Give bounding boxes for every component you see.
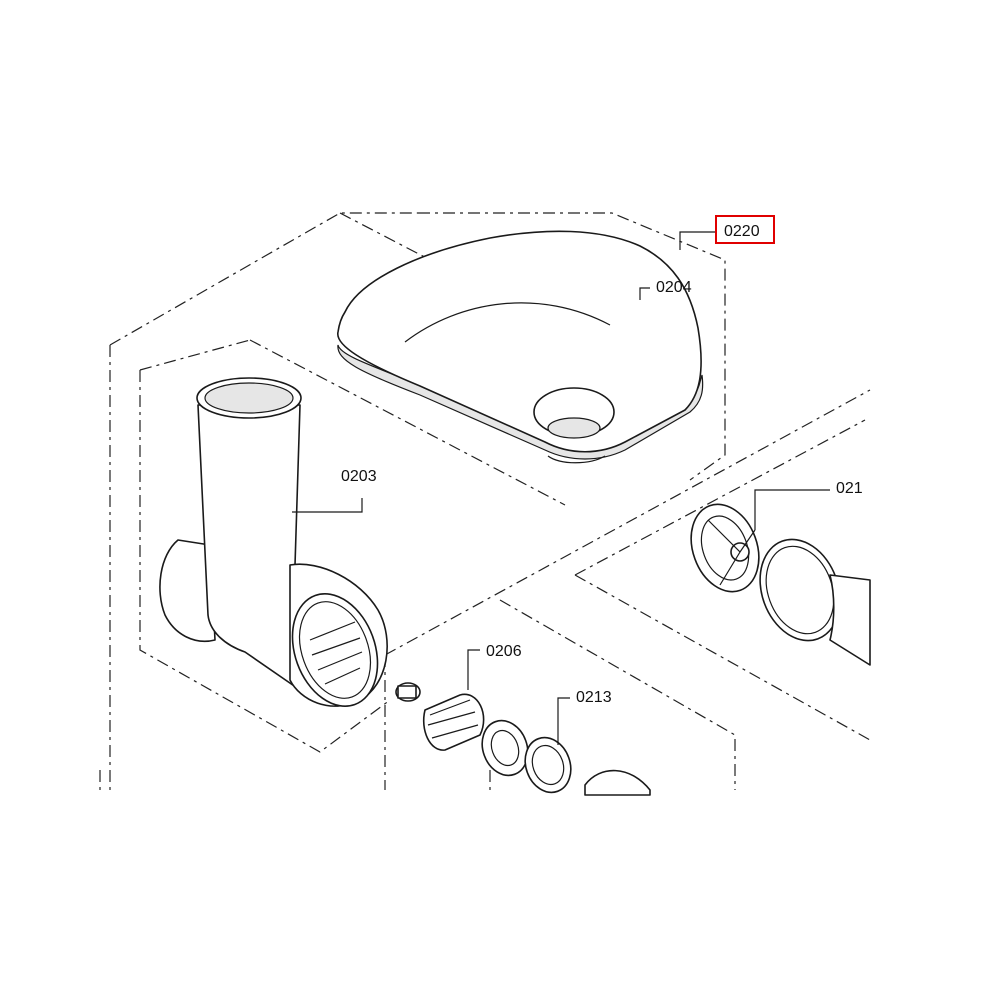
label-0220: 0220 [724, 223, 760, 240]
label-0213: 0213 [576, 689, 612, 706]
label-0204: 0204 [656, 279, 692, 296]
hopper-tray [337, 230, 704, 464]
label-0203: 0203 [341, 468, 377, 485]
leader-lines [292, 231, 830, 745]
group-outlines [99, 212, 871, 790]
cross-knife [690, 503, 871, 666]
label-0206: 0206 [486, 643, 522, 660]
screw-and-nut [395, 682, 651, 796]
feed-tube-housing [159, 377, 388, 707]
label-021: 021 [836, 480, 863, 497]
highlight-box [715, 215, 775, 244]
